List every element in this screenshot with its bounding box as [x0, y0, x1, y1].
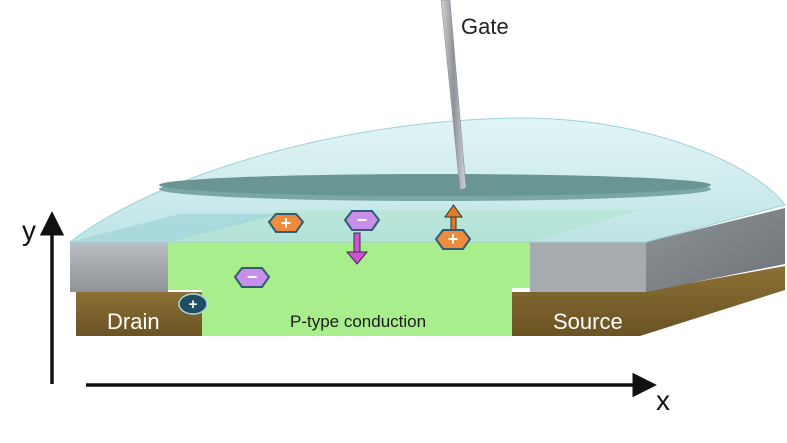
metal-base-layer [76, 266, 785, 336]
svg-text:+: + [281, 213, 292, 233]
x-axis-label: x [656, 385, 670, 416]
source-label: Source [553, 309, 623, 334]
electron-carrier-icon: − [233, 267, 271, 288]
gate-label: Gate [461, 14, 509, 39]
svg-text:+: + [189, 296, 198, 313]
drain-label: Drain [107, 309, 160, 334]
down-arrow-icon [345, 232, 369, 265]
electron-carrier-icon: − [343, 210, 381, 231]
y-axis-label: y [22, 215, 36, 246]
source-electrode [530, 208, 785, 292]
hole-carrier-icon: + [434, 229, 472, 250]
svg-text:+: + [448, 229, 459, 249]
hole-carrier-icon: + [267, 213, 305, 233]
drain-carrier-icon: + [178, 293, 208, 315]
drain-electrode [70, 242, 168, 292]
svg-text:−: − [247, 267, 258, 287]
gate-probe [440, 0, 467, 191]
channel-label: P-type conduction [290, 312, 426, 331]
svg-text:−: − [357, 210, 368, 230]
gate-plate [159, 174, 711, 201]
